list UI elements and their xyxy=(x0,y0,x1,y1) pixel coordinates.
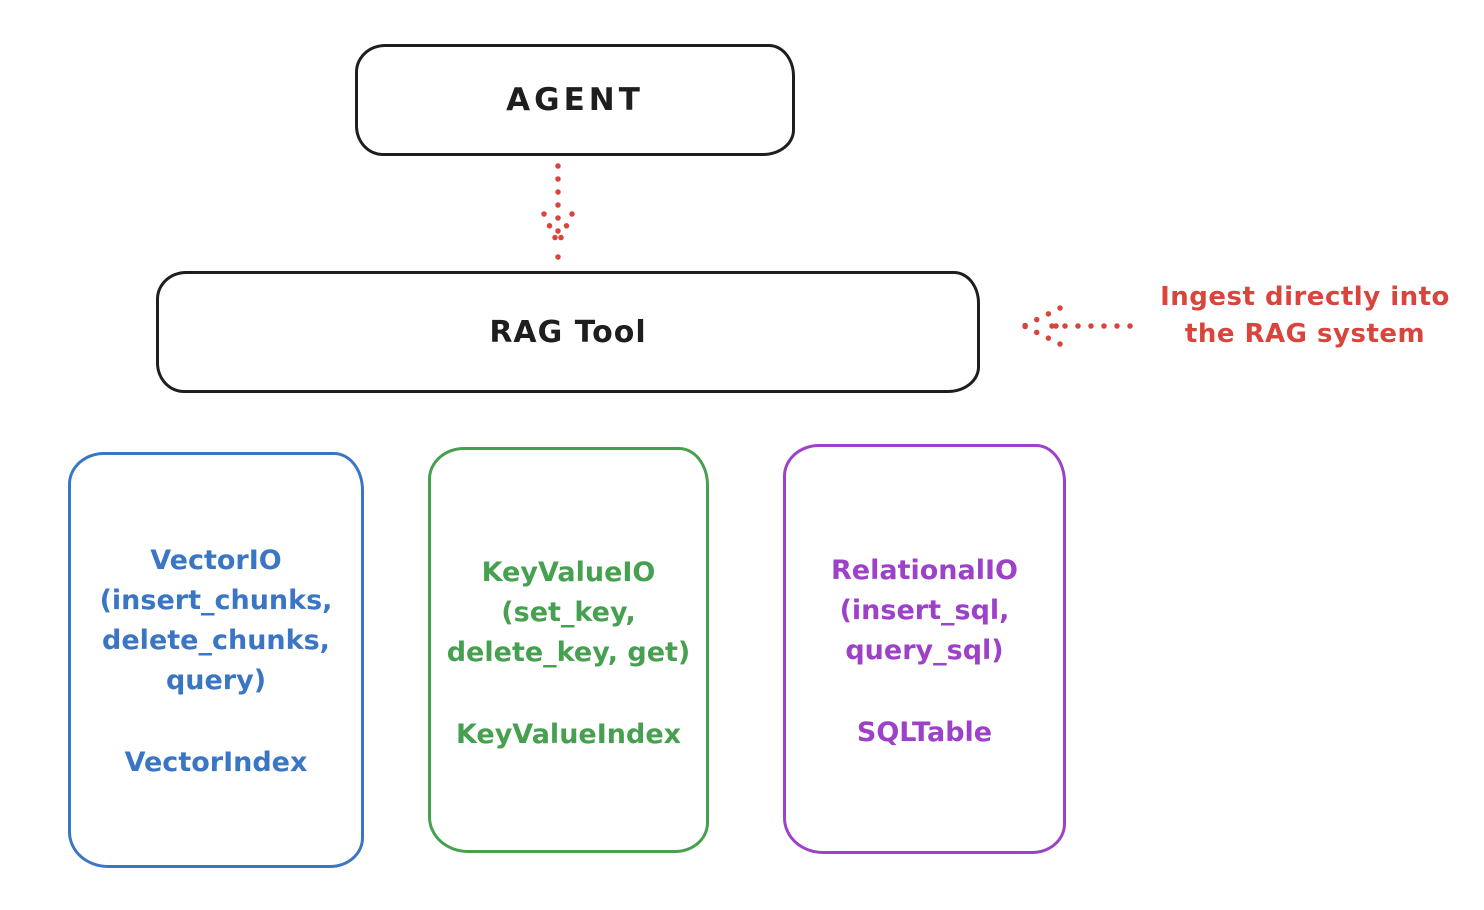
agent-label: AGENT xyxy=(506,82,644,118)
vector-index-label: VectorIndex xyxy=(124,747,308,778)
relational-io-line: RelationalIO xyxy=(831,555,1018,586)
keyvalue-io-line: (set_key, xyxy=(501,597,636,628)
keyvalue-io-line: delete_key, get) xyxy=(446,637,691,668)
relational-io-box: RelationalIO (insert_sql, query_sql) SQL… xyxy=(783,444,1066,854)
keyvalue-index-label: KeyValueIndex xyxy=(455,719,682,750)
keyvalue-io-line: KeyValueIO xyxy=(481,557,656,588)
vector-io-line: delete_chunks, xyxy=(102,625,330,656)
agent-box: AGENT xyxy=(355,44,795,156)
vector-io-box: VectorIO (insert_chunks, delete_chunks, … xyxy=(68,452,364,868)
relational-io-line: query_sql) xyxy=(845,635,1004,666)
vector-io-line: query) xyxy=(165,665,267,696)
vector-io-line: (insert_chunks, xyxy=(99,585,333,616)
vector-io-line: VectorIO xyxy=(150,545,282,576)
rag-tool-label: RAG Tool xyxy=(489,314,647,350)
down-arrow-icon xyxy=(541,163,575,261)
left-arrow-icon xyxy=(1021,305,1133,347)
annotation-text: Ingest directly into the RAG system xyxy=(1135,279,1475,353)
keyvalue-io-box: KeyValueIO (set_key, delete_key, get) Ke… xyxy=(428,447,709,853)
sql-table-label: SQLTable xyxy=(856,717,993,748)
annotation-line-1: Ingest directly into xyxy=(1160,282,1450,312)
rag-tool-box: RAG Tool xyxy=(156,271,980,393)
relational-io-line: (insert_sql, xyxy=(839,595,1010,626)
annotation-line-2: the RAG system xyxy=(1184,319,1426,349)
